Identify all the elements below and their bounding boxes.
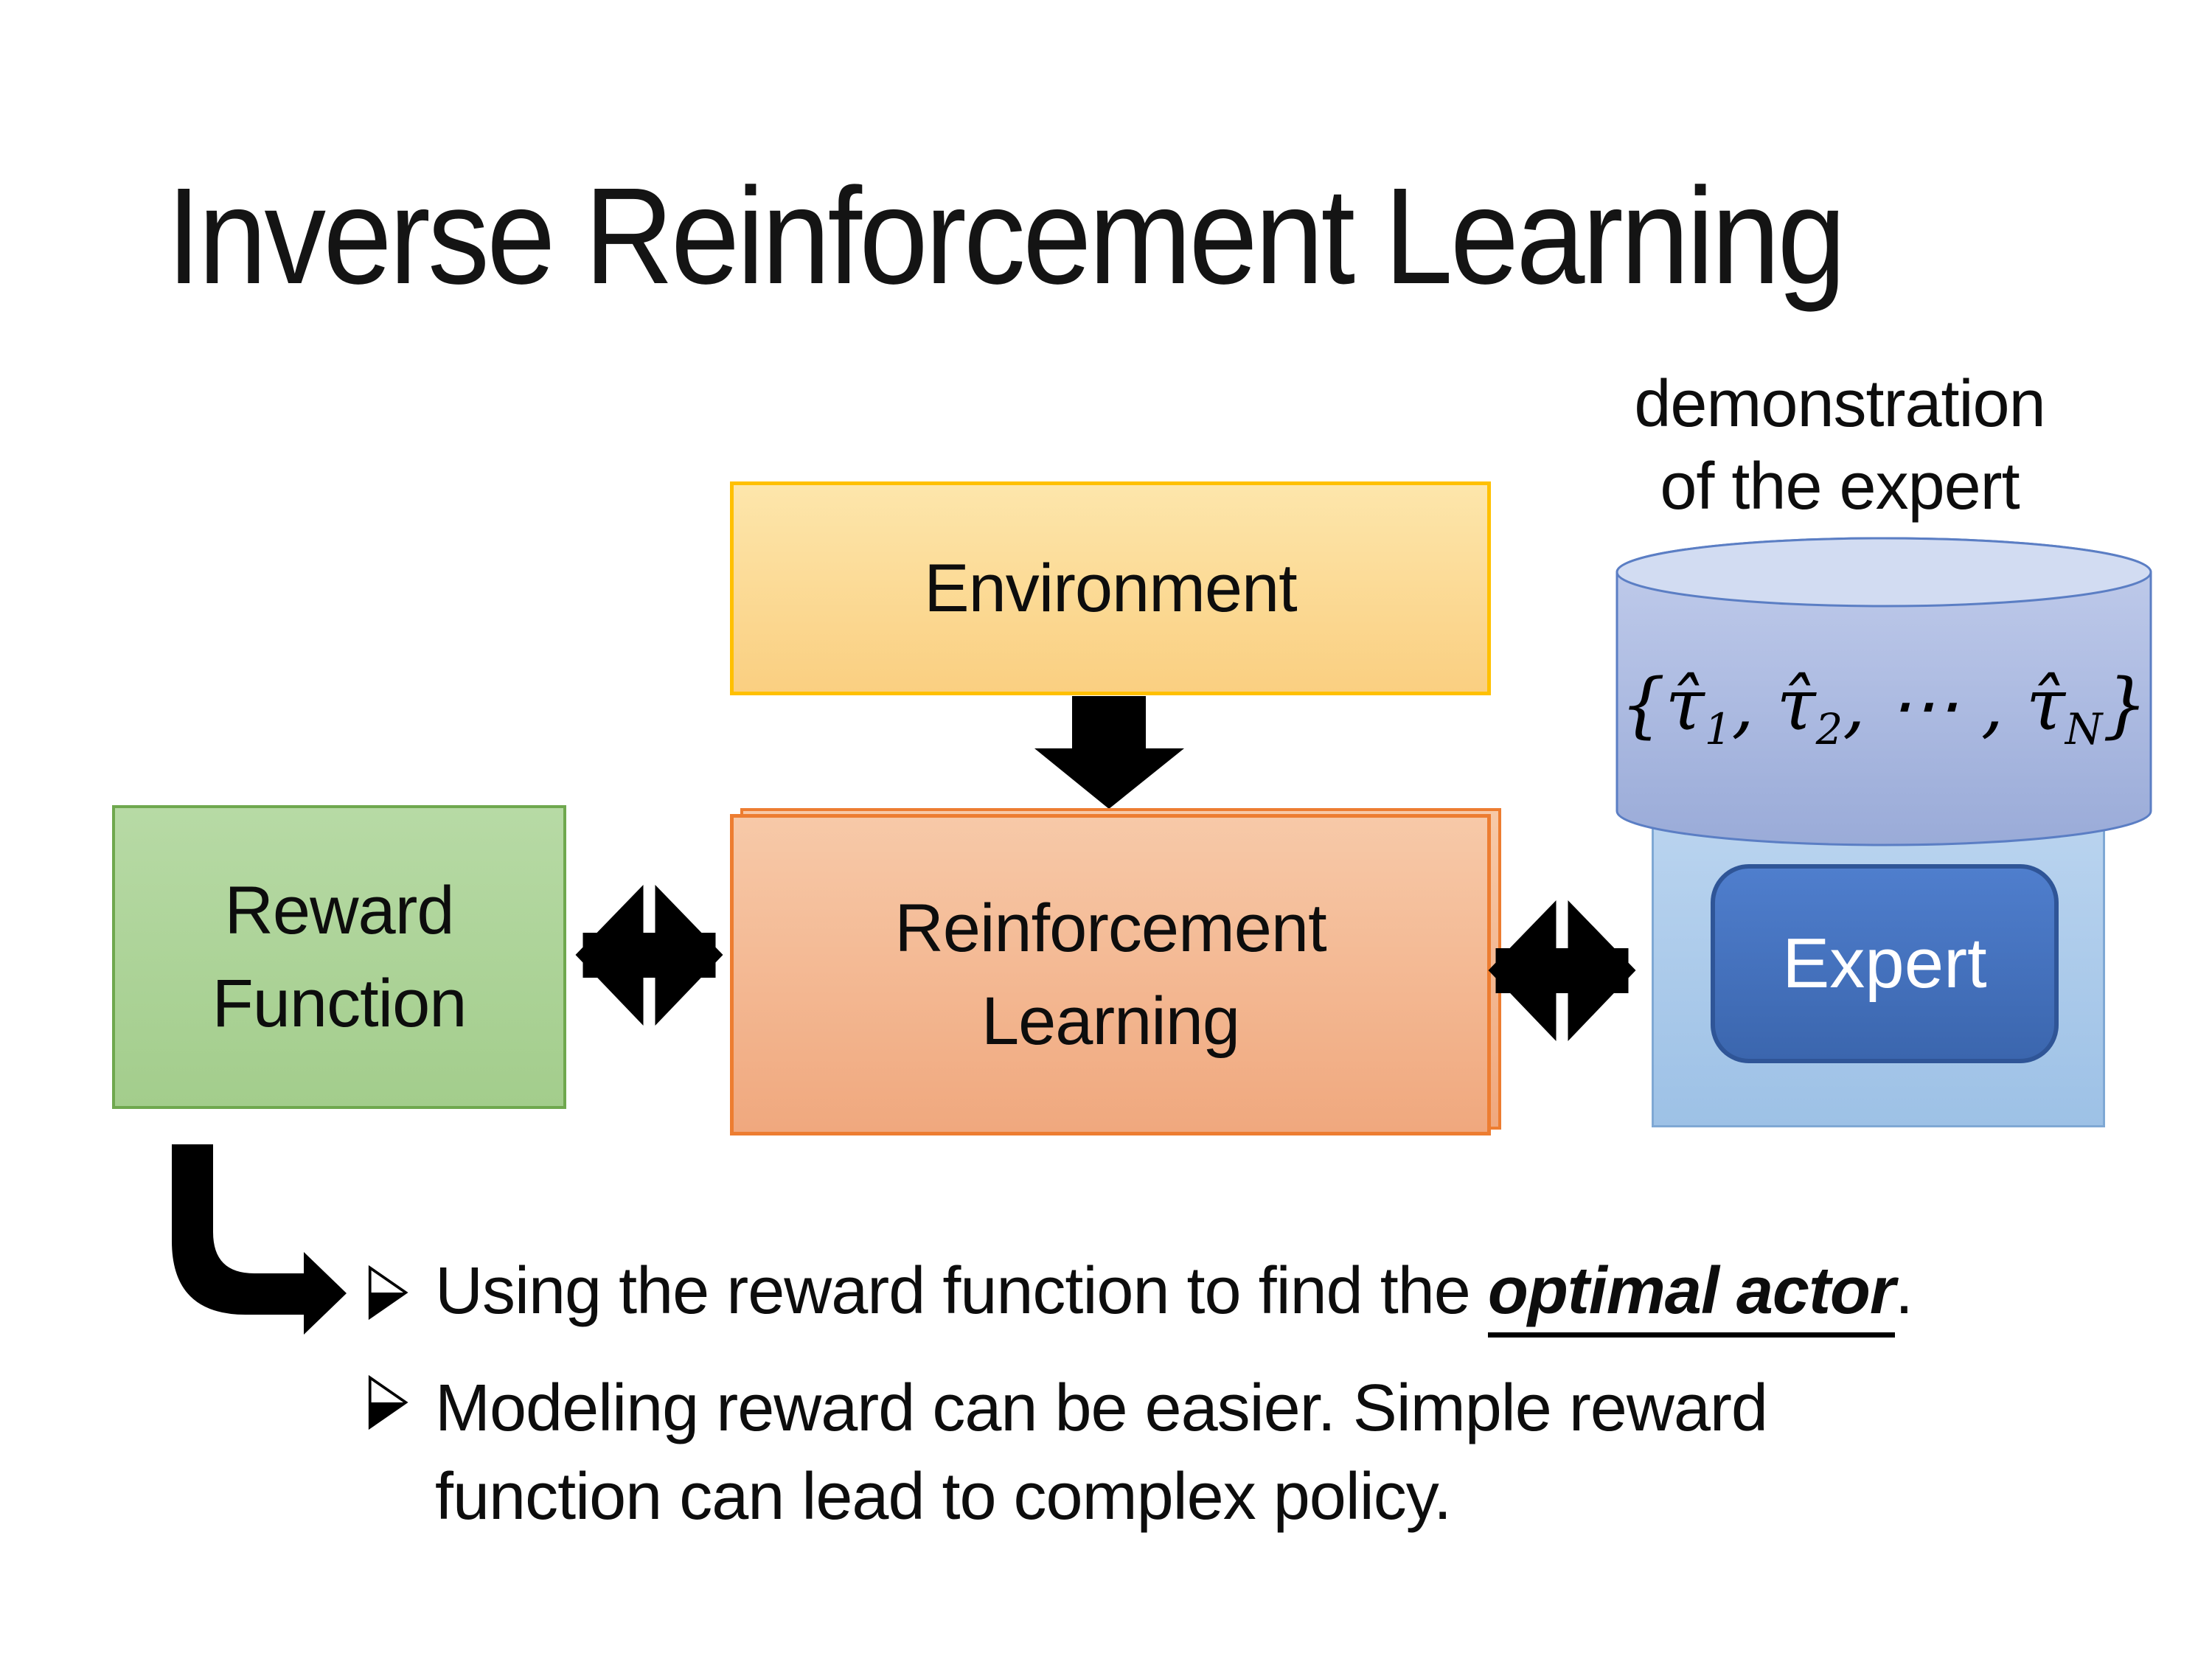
formula-tau2: τ̂ <box>1776 664 1816 746</box>
reinforcement-learning-label-line1: Reinforcement <box>894 891 1326 966</box>
formula-sep2: , ⋯ , <box>1843 664 2026 746</box>
formula-sep1: , <box>1731 664 1777 746</box>
reward-function-label-line2: Function <box>212 966 467 1041</box>
reward-function-box: Reward Function <box>112 805 566 1109</box>
bullet-2-line2: function can lead to complex policy. <box>435 1460 1452 1534</box>
bullet-1-pre: Using the reward function to find the <box>435 1254 1488 1328</box>
formula-close: } <box>2102 664 2148 746</box>
environment-box: Environment <box>730 481 1491 695</box>
reinforcement-learning-label-line2: Learning <box>981 984 1240 1059</box>
formula-open: { <box>1620 664 1666 746</box>
bullet-arrow-icon <box>368 1374 408 1430</box>
bullet-1-emphasis: optimal actor <box>1487 1254 1896 1338</box>
bullet-1-post: . <box>1894 1254 1913 1328</box>
bullet-arrow-icon <box>368 1265 408 1321</box>
formula-tau1: τ̂ <box>1665 664 1705 746</box>
reinforcement-learning-box: Reinforcement Learning <box>730 814 1491 1135</box>
formula-tau3: τ̂ <box>2025 664 2065 746</box>
formula-sub3: N <box>2065 705 2103 755</box>
reward-function-label-line1: Reward <box>224 873 454 948</box>
bullet-2-line1: Modeling reward can be easier. Simple re… <box>435 1371 1768 1445</box>
page-title: Inverse Reinforcement Learning <box>167 160 1846 313</box>
expert-label: Expert <box>1782 924 1987 1003</box>
expert-box: Expert <box>1711 864 2059 1063</box>
environment-label: Environment <box>924 551 1297 626</box>
demonstration-label: demonstration of the expert <box>1585 363 2094 528</box>
down-arrow-icon <box>1034 696 1184 809</box>
bullet-1-text: Using the reward function to find the op… <box>435 1254 1913 1338</box>
double-arrow-left-icon <box>575 885 723 1026</box>
elbow-arrow-icon <box>172 1144 347 1335</box>
demonstration-label-line1: demonstration <box>1634 367 2045 441</box>
bullet-item-2: Modeling reward can be easier. Simple re… <box>367 1364 1983 1541</box>
double-arrow-right-icon <box>1488 900 1636 1041</box>
bullet-item-1: Using the reward function to find the op… <box>367 1253 1913 1338</box>
formula-sub2: 2 <box>1815 705 1843 755</box>
demonstration-cylinder <box>1615 537 2152 846</box>
trajectory-formula: {τ̂1, τ̂2, ⋯ , τ̂N} <box>1615 664 2153 754</box>
formula-sub1: 1 <box>1704 705 1732 755</box>
demonstration-label-line2: of the expert <box>1660 450 2020 524</box>
